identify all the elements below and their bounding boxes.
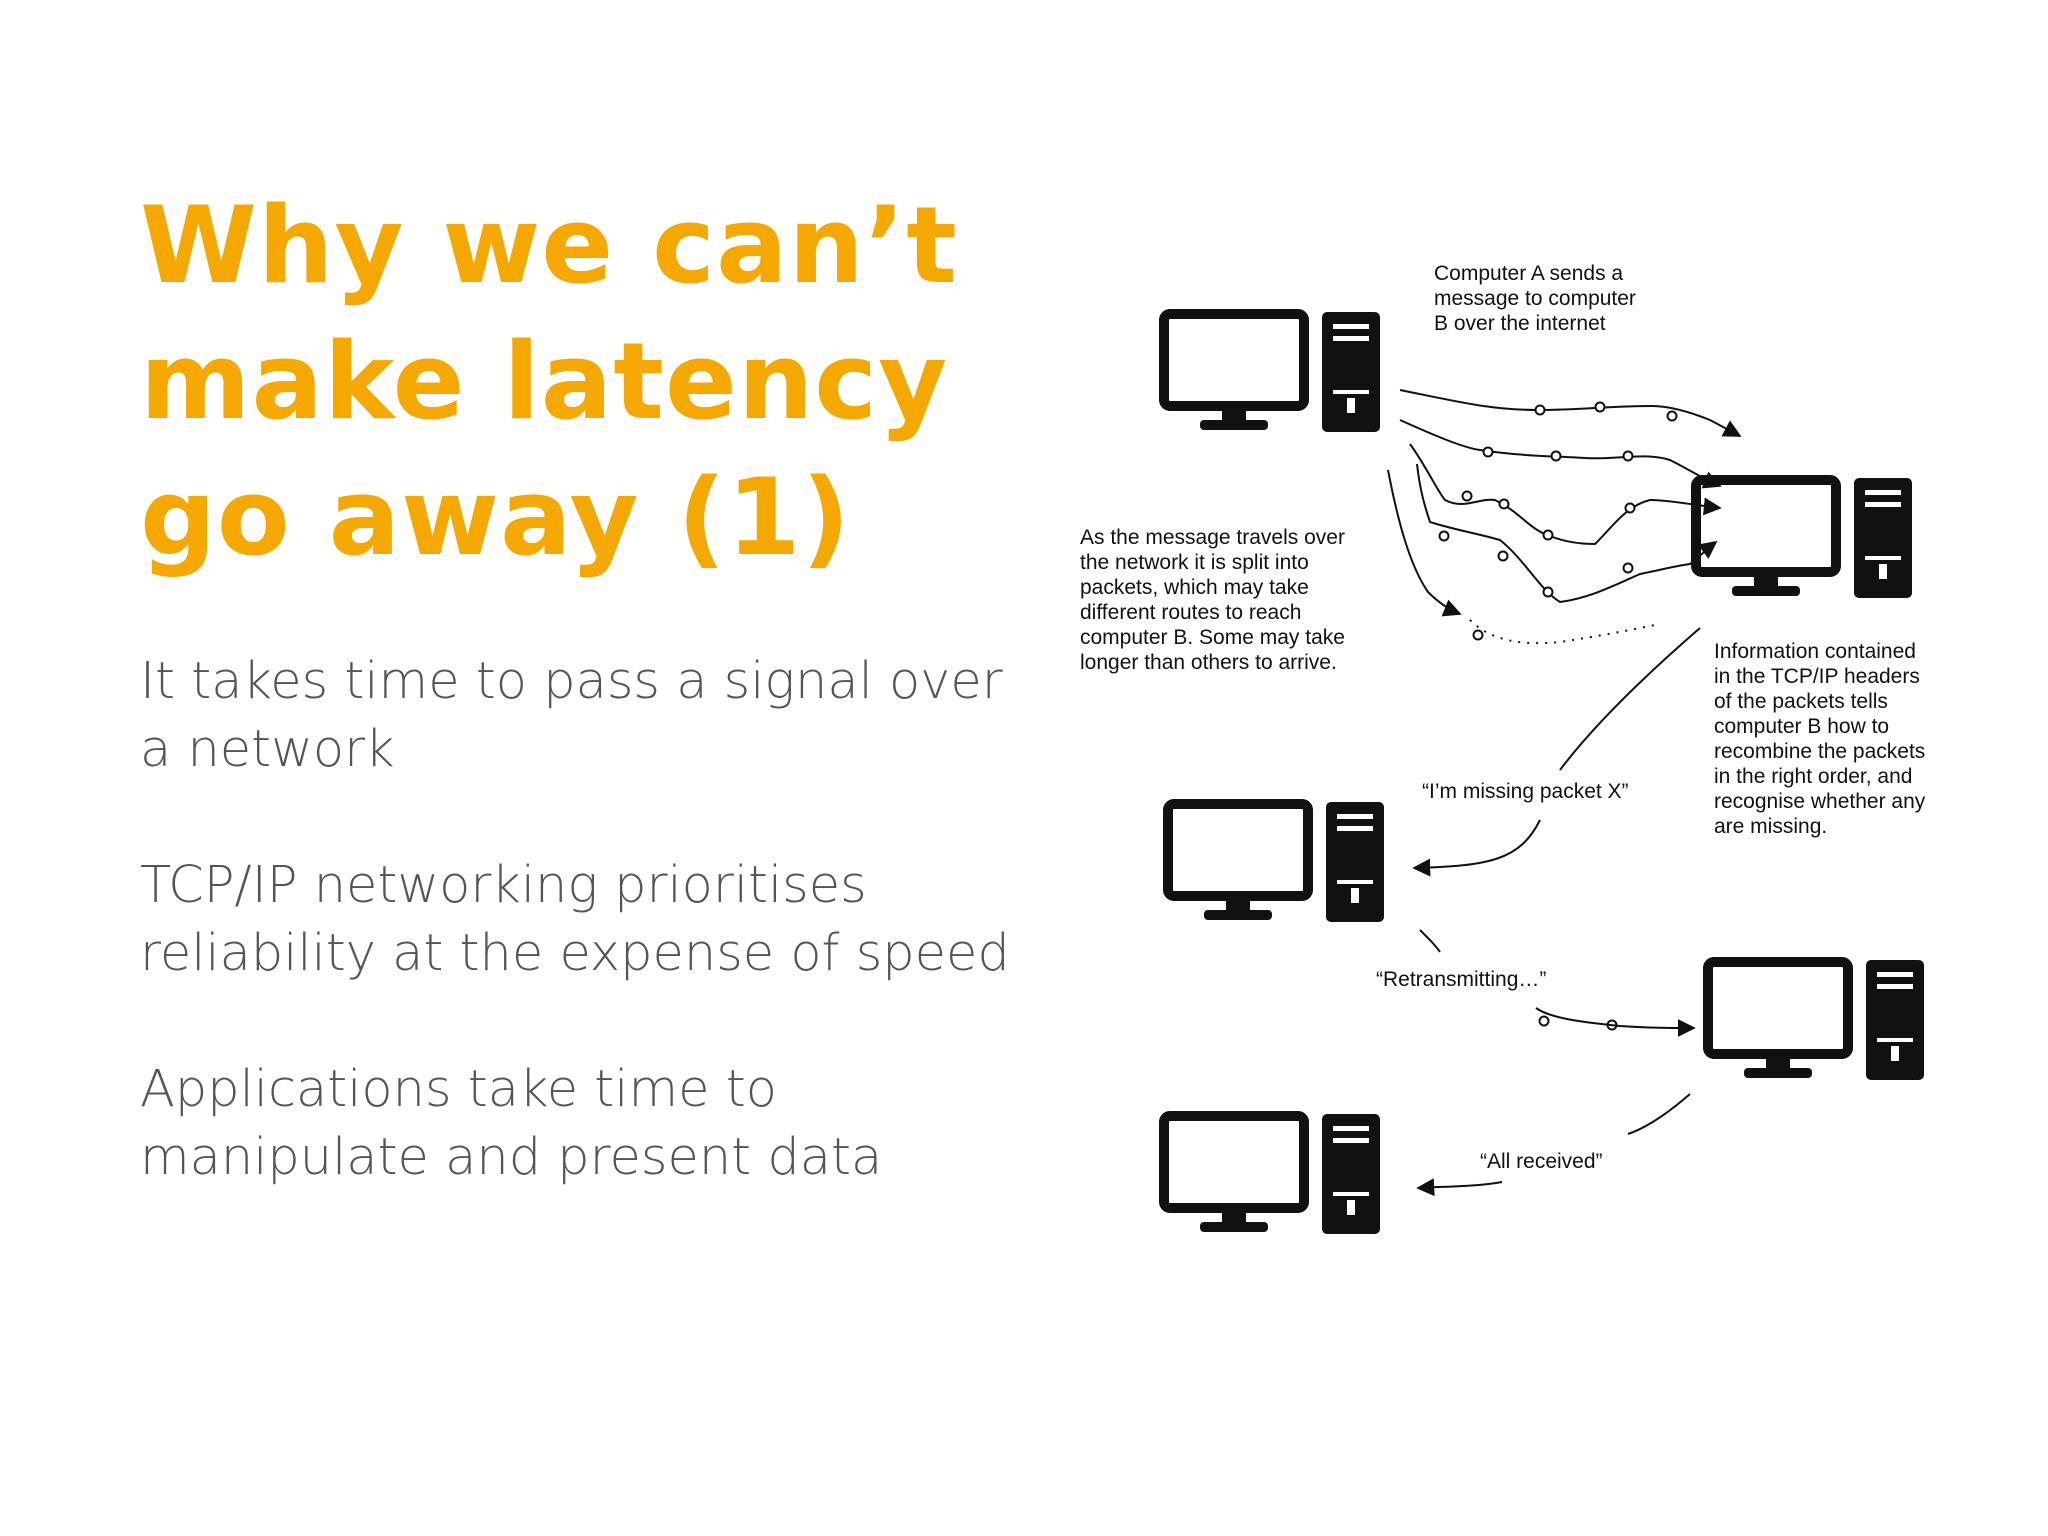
caption-line: in the TCP/IP headers [1714,665,1920,688]
caption-line: the network it is split into [1080,551,1309,574]
bullet-item: TCP/IP networking prioritises reliabilit… [140,856,1010,983]
message-missing-packet: “I’m missing packet X” [1422,780,1629,803]
caption-line: are missing. [1714,815,1827,838]
title-line: make latency [140,320,949,443]
caption-line: message to computer [1434,287,1636,310]
caption-line: computer B how to [1714,715,1889,738]
desktop-computer-icon [1696,478,1912,598]
bullet-item: Applications take time to manipulate and… [140,1060,883,1187]
desktop-computer-icon [1164,1114,1380,1234]
tcp-ip-diagram: Computer A sends a message to computer B… [1080,262,1980,1270]
bullet-item: It takes time to pass a signal over a ne… [140,652,1003,779]
caption-computer-a-sends: Computer A sends a message to computer B… [1434,262,1636,335]
caption-line: As the message travels over [1080,526,1345,549]
caption-tcp-ip-headers: Information contained in the TCP/IP head… [1714,640,1926,838]
caption-line: Computer A sends a [1434,262,1623,285]
desktop-computer-icon [1164,312,1380,432]
desktop-computer-icon [1168,802,1384,922]
caption-line: recombine the packets [1714,740,1925,763]
caption-line: B over the internet [1434,312,1606,335]
caption-packet-split: As the message travels over the network … [1080,526,1345,674]
message-all-received: “All received” [1480,1150,1603,1173]
caption-line: different routes to reach [1080,601,1301,624]
caption-line: computer B. Some may take [1080,626,1345,649]
message-retransmitting: “Retransmitting…” [1376,968,1546,991]
caption-line: of the packets tells [1714,690,1888,713]
caption-line: in the right order, and [1714,765,1912,788]
caption-line: recognise whether any [1714,790,1926,813]
caption-line: Information contained [1714,640,1916,663]
title-line: go away (1) [140,456,851,579]
desktop-computer-icon [1708,960,1924,1080]
packet-nodes [1438,401,1678,1031]
slide-title: Why we can’t make latency go away (1) [140,178,1020,586]
packet-routes [1387,389,1742,645]
bullet-list: It takes time to pass a signal over a ne… [140,648,1020,1260]
caption-line: packets, which may take [1080,576,1309,599]
caption-line: longer than others to arrive. [1080,651,1337,674]
response-arrows [1412,627,1701,1197]
title-line: Why we can’t [140,184,958,307]
